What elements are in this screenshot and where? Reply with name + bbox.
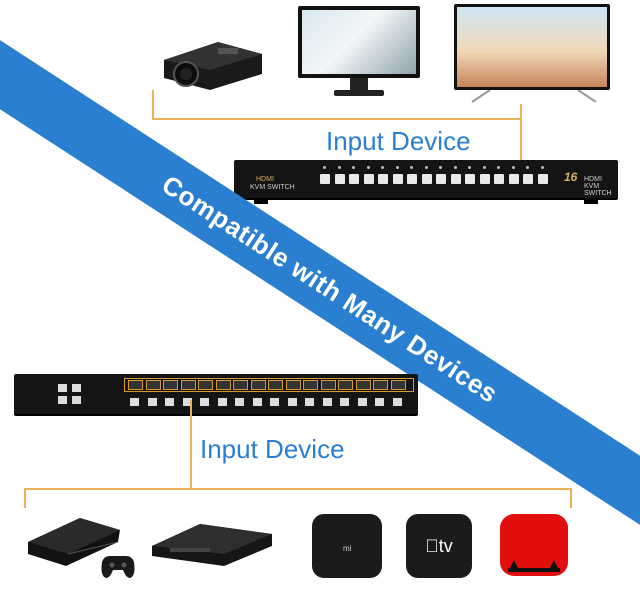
hdmi-port (198, 380, 213, 390)
usb-b-port (130, 398, 139, 406)
bottom-connector-right (570, 488, 572, 508)
kvm-port-button (349, 174, 359, 184)
top-connector-right (520, 104, 522, 120)
tv-stand (471, 90, 597, 103)
kvm-port-led (468, 166, 471, 169)
kvm-port-led (424, 166, 428, 169)
kvm-port-led (337, 166, 341, 169)
kvm-port-button (334, 174, 345, 184)
kvm-port-button (320, 174, 330, 184)
hdmi-port (145, 380, 161, 390)
kvm-switch-back (14, 374, 418, 414)
usb-b-port (182, 398, 192, 406)
kvm-port-button (537, 174, 548, 184)
usb-b-port (235, 398, 244, 406)
hdmi-port (373, 380, 388, 390)
mibox-logo: mi (343, 544, 352, 553)
kvm-port-button (494, 174, 504, 184)
kvm-port-button (508, 174, 519, 184)
hdmi-port (303, 380, 318, 390)
usb-b-port (270, 398, 279, 406)
top-input-device-label: Input Device (326, 126, 471, 156)
hdmi-port (250, 380, 266, 390)
usb-b-port (217, 398, 227, 406)
kvm-port-button (465, 174, 475, 184)
usb-b-port (165, 398, 174, 406)
media-box-image: mi (312, 514, 382, 578)
streaming-box-image: tv (406, 514, 472, 578)
monitor-image (298, 6, 420, 78)
cat-face-icon (508, 560, 560, 572)
hdmi-port (355, 380, 371, 390)
usb-b-port (287, 398, 297, 406)
monitor-base (334, 90, 384, 96)
game-console-image (28, 518, 120, 566)
kvm-port-led (381, 166, 384, 169)
kvm-port-led (482, 166, 486, 169)
red-media-box-image (500, 514, 568, 576)
kvm-port-button (436, 174, 446, 184)
kvm-product-text: HDMI KVM SWITCH (584, 176, 612, 197)
top-connector-left (152, 90, 154, 120)
kvm-port-button (363, 174, 374, 184)
appletv-logo: tv (425, 536, 453, 556)
top-connector-down (520, 118, 522, 162)
kvm-port-led (526, 166, 529, 169)
bottom-connector-up (190, 400, 192, 488)
usb-b-port (305, 398, 314, 406)
bottom-input-device-label: Input Device (200, 434, 345, 464)
kvm-port-led (511, 166, 515, 169)
kvm-port-button (479, 174, 490, 184)
kvm-port-led (439, 166, 442, 169)
usb-b-port (147, 398, 157, 406)
kvm-port-button (407, 174, 417, 184)
usb-b-port (252, 398, 262, 406)
usb-b-port (200, 398, 209, 406)
bottom-connector-left (24, 488, 26, 508)
kvm-port-button (378, 174, 388, 184)
usb-b-port (357, 398, 367, 406)
kvm-port-led (323, 166, 326, 169)
kvm-port-led (352, 166, 355, 169)
kvm-port-led (366, 166, 370, 169)
kvm-brand-text: HDMI (256, 176, 274, 183)
kvm-switch-front: HDMI KVM SWITCH 16 HDMI KVM SWITCH (234, 160, 618, 204)
hdmi-port (338, 380, 353, 390)
hdmi-port (285, 380, 301, 390)
monitor-stand (350, 78, 368, 90)
hdmi-port (128, 380, 143, 390)
usb-b-port (322, 398, 332, 406)
kvm-port-led (410, 166, 413, 169)
kvm-port-led (453, 166, 457, 169)
kvm-port-button (523, 174, 533, 184)
hdmi-port (180, 380, 196, 390)
kvm-port-button (421, 174, 432, 184)
kvm-port-led (497, 166, 500, 169)
top-connector-horizontal (152, 118, 522, 120)
hdmi-port (390, 380, 406, 390)
bottom-connector-horizontal (24, 488, 572, 490)
kvm-port-button (392, 174, 403, 184)
hdmi-port (268, 380, 283, 390)
hdmi-port (215, 380, 231, 390)
projector-image (164, 42, 262, 90)
kvm-badge-text: 16 (564, 170, 578, 184)
kvm-model-text: KVM SWITCH (250, 184, 295, 191)
hdmi-port (233, 380, 248, 390)
set-top-box-image (152, 524, 272, 566)
kvm-port-button (450, 174, 461, 184)
hdmi-port (320, 380, 336, 390)
usb-b-port (340, 398, 349, 406)
hdmi-port-row (124, 378, 414, 392)
kvm-port-led (395, 166, 399, 169)
hdmi-port (163, 380, 178, 390)
tv-image (454, 4, 610, 90)
kvm-port-led (540, 166, 544, 169)
usb-b-port (392, 398, 402, 406)
usb-b-port (375, 398, 384, 406)
gamepad-image (101, 556, 135, 578)
